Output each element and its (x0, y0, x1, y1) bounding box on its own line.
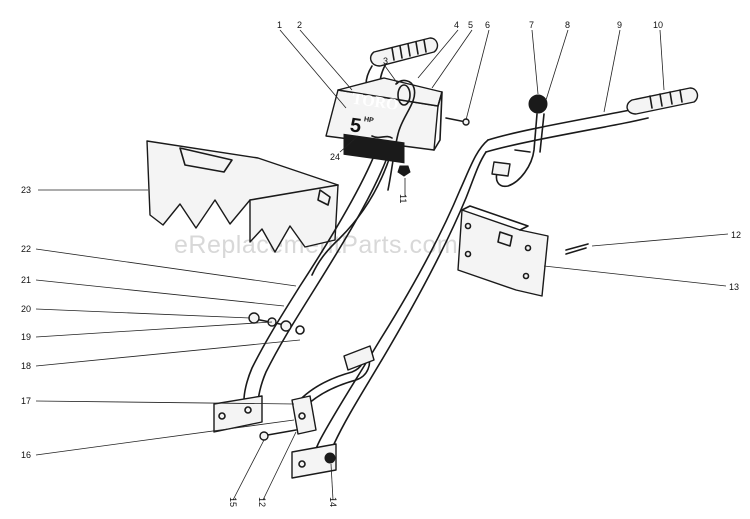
callout-12-lower: 12 (257, 497, 267, 507)
callout-22: 22 (21, 244, 31, 254)
callout-21: 21 (21, 275, 31, 285)
shift-lever-part (491, 94, 548, 188)
cotter-pin-part (565, 243, 589, 255)
bolt-part (248, 312, 305, 335)
callout-23: 23 (21, 185, 31, 195)
callout-17: 17 (21, 396, 31, 406)
callout-24: 24 (330, 152, 340, 162)
callout-5: 5 (468, 20, 473, 30)
callout-7: 7 (529, 20, 534, 30)
callout-20: 20 (21, 304, 31, 314)
power-unit-text: HP (364, 116, 375, 124)
right-handle-tube-part (291, 87, 699, 479)
callout-16: 16 (21, 450, 31, 460)
callout-labels: 1 2 3 4 5 6 7 8 9 10 11 12 12 13 14 15 1… (21, 20, 741, 507)
callout-10: 10 (653, 20, 663, 30)
callout-11: 11 (398, 194, 408, 203)
power-text: 5 (349, 114, 363, 137)
callout-18: 18 (21, 361, 31, 371)
throttle-cable-part (387, 79, 416, 191)
callout-8: 8 (565, 20, 570, 30)
callout-14: 14 (328, 497, 338, 507)
lower-bolt-part (259, 429, 297, 441)
callout-6: 6 (485, 20, 490, 30)
callout-19: 19 (21, 332, 31, 342)
brand-plate (343, 133, 405, 164)
callout-12-upper: 12 (731, 230, 741, 240)
mounting-plate-part (457, 205, 549, 297)
callout-9: 9 (617, 20, 622, 30)
shield-guard-part (146, 140, 339, 253)
lower-nut-part (324, 452, 336, 464)
screw-part (445, 117, 470, 126)
leader-lines (35, 29, 729, 501)
callout-3: 3 (383, 56, 388, 66)
callout-2: 2 (297, 20, 302, 30)
brand-text: TORO (351, 91, 400, 114)
callout-1: 1 (277, 20, 282, 30)
control-panel-part: TORO 5 HP (325, 77, 443, 164)
nut-part (397, 165, 411, 177)
callout-13: 13 (729, 282, 739, 292)
linkage-rod-part (291, 345, 375, 435)
callout-4: 4 (454, 20, 459, 30)
callout-15: 15 (228, 497, 238, 507)
